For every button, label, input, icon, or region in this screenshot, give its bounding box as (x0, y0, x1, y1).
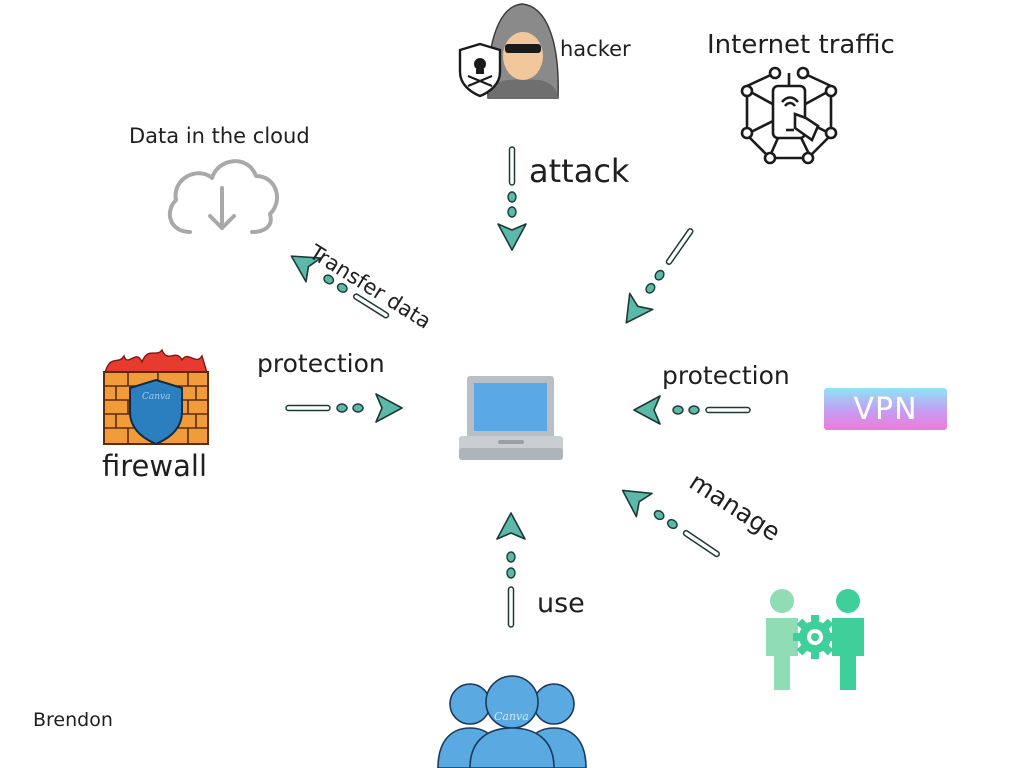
protection-right-label: protection (662, 361, 790, 390)
use-label: use (537, 588, 585, 619)
vpn-protection-arrow (633, 395, 751, 425)
hacker-icon (458, 3, 559, 99)
admin-gear-icon (766, 589, 864, 690)
protection-left-label: protection (257, 349, 385, 378)
transfer-data-arrow (283, 243, 390, 319)
internet-traffic-arrow (614, 228, 694, 332)
vpn-label: VPN (853, 391, 918, 427)
internet-traffic-icon (740, 66, 838, 165)
firewall-icon (103, 348, 209, 446)
hacker-label: hacker (560, 37, 631, 61)
firewall-label: firewall (102, 449, 207, 483)
attack-arrow (497, 146, 527, 251)
users-group-icon (437, 675, 587, 768)
internet-traffic-label: Internet traffic (707, 30, 895, 60)
cloud-download-icon (167, 159, 280, 234)
use-arrow (496, 512, 526, 628)
firewall-protection-arrow (285, 393, 403, 423)
firewall-shield-watermark: Canva (142, 392, 171, 402)
users-watermark: Canva (494, 710, 529, 723)
vpn-badge: VPN (824, 388, 947, 430)
attack-label: attack (529, 152, 630, 190)
cloud-label: Data in the cloud (129, 124, 310, 148)
manage-arrow (614, 478, 720, 558)
laptop-icon (459, 376, 563, 460)
author-label: Brendon (33, 709, 113, 731)
